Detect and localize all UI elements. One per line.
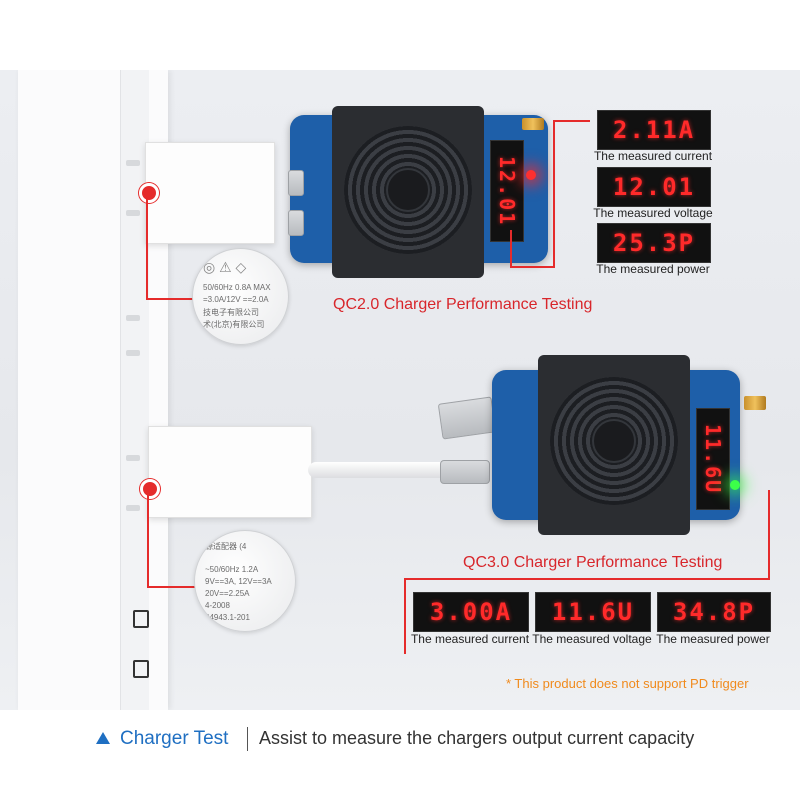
usb-c-port	[288, 170, 304, 196]
footer-heading: Charger Test	[120, 728, 229, 749]
callout-line	[553, 120, 590, 122]
status-led-green	[730, 480, 740, 490]
power-reading-display: 25.3P	[597, 223, 711, 263]
footer-description: Assist to measure the chargers output cu…	[259, 728, 695, 748]
callout-pin	[139, 183, 159, 203]
board-display-value: 11.6U	[701, 423, 725, 495]
outlet-slot	[126, 315, 140, 321]
voltage-reading-value: 12.01	[612, 173, 696, 201]
voltage-reading-display: 12.01	[597, 167, 711, 207]
charger-label-line: ~50/60Hz 1.2A	[205, 565, 259, 574]
qc3-charger-label-zoom: 源适配器 (4 ~50/60Hz 1.2A 9V==3A, 12V==3A 20…	[194, 530, 296, 632]
outlet-slot	[126, 350, 140, 356]
usb-c-port	[288, 210, 304, 236]
qc2-charger-label-zoom: ◎ ⚠ ◇ 50/60Hz 0.8A MAX =3.0A/12V ==2.0A …	[192, 248, 289, 345]
fan-hub	[386, 168, 430, 212]
charger-label-line: 20V==2.25A	[205, 589, 250, 598]
board-display: 11.6U	[696, 408, 730, 510]
qc3-charger	[148, 426, 312, 518]
current-reading-caption: The measured current	[410, 632, 530, 646]
outlet-slot	[126, 455, 140, 461]
usb-c-plug	[440, 460, 490, 484]
charger-label-line: 技电子有限公司	[203, 308, 259, 317]
callout-line	[147, 586, 203, 588]
voltage-reading-display: 11.6U	[535, 592, 651, 632]
board-display-value: 12.01	[495, 155, 519, 227]
charger-label-line: 9V==3A, 12V==3A	[205, 577, 272, 586]
callout-line	[768, 490, 770, 580]
callout-line	[404, 578, 406, 654]
pd-trigger-note: * This product does not support PD trigg…	[506, 676, 749, 691]
charger-label-line: 源适配器 (4	[205, 542, 247, 551]
product-photo: ◎ ⚠ ◇ 50/60Hz 0.8A MAX =3.0A/12V ==2.0A …	[0, 70, 800, 710]
power-strip-edge	[120, 70, 149, 710]
outlet-slot	[126, 160, 140, 166]
power-strip	[18, 70, 168, 710]
charger-label-line: 50/60Hz 0.8A MAX	[203, 283, 271, 292]
potentiometer	[522, 118, 544, 130]
footer-banner: Charger Test Assist to measure the charg…	[0, 710, 800, 770]
usb-a-plug	[437, 396, 497, 440]
voltage-reading-caption: The measured voltage	[593, 206, 713, 220]
power-reading-caption: The measured power	[656, 632, 770, 646]
charger-label-line: 4-2008	[205, 601, 230, 610]
charger-label-line: 34943.1-201	[205, 613, 250, 622]
triangle-up-icon	[96, 732, 110, 744]
callout-line	[553, 120, 555, 268]
callout-line	[510, 230, 512, 268]
charger-label-line: 术(北京)有限公司	[203, 320, 265, 329]
cooling-fan	[332, 106, 484, 278]
current-reading-caption: The measured current	[593, 149, 713, 163]
cooling-fan	[538, 355, 690, 535]
warning-icon: ◎ ⚠ ◇	[203, 259, 247, 275]
qc2-charger	[145, 142, 275, 244]
callout-line	[510, 266, 554, 268]
callout-line	[146, 298, 194, 300]
callout-pin	[140, 479, 160, 499]
current-reading-display: 2.11A	[597, 110, 711, 150]
qc2-title: QC2.0 Charger Performance Testing	[333, 296, 593, 313]
callout-line	[404, 578, 770, 580]
current-reading-value: 3.00A	[429, 598, 513, 626]
switch-icon	[133, 660, 149, 678]
power-reading-display: 34.8P	[657, 592, 771, 632]
callout-line	[146, 198, 148, 298]
callout-line	[147, 494, 149, 586]
status-led-red	[526, 170, 536, 180]
board-display: 12.01	[490, 140, 524, 242]
outlet-slot	[126, 210, 140, 216]
current-reading-display: 3.00A	[413, 592, 529, 632]
current-reading-value: 2.11A	[612, 116, 696, 144]
footer-divider	[247, 727, 248, 751]
usb-cable	[308, 462, 448, 478]
switch-icon	[133, 610, 149, 628]
power-reading-value: 34.8P	[672, 598, 756, 626]
qc3-title: QC3.0 Charger Performance Testing	[463, 554, 723, 571]
power-reading-caption: The measured power	[596, 262, 710, 276]
power-reading-value: 25.3P	[612, 229, 696, 257]
potentiometer	[744, 396, 766, 410]
voltage-reading-caption: The measured voltage	[532, 632, 652, 646]
outlet-slot	[126, 505, 140, 511]
fan-hub	[592, 419, 636, 463]
voltage-reading-value: 11.6U	[551, 598, 635, 626]
charger-label-line: =3.0A/12V ==2.0A	[203, 295, 269, 304]
